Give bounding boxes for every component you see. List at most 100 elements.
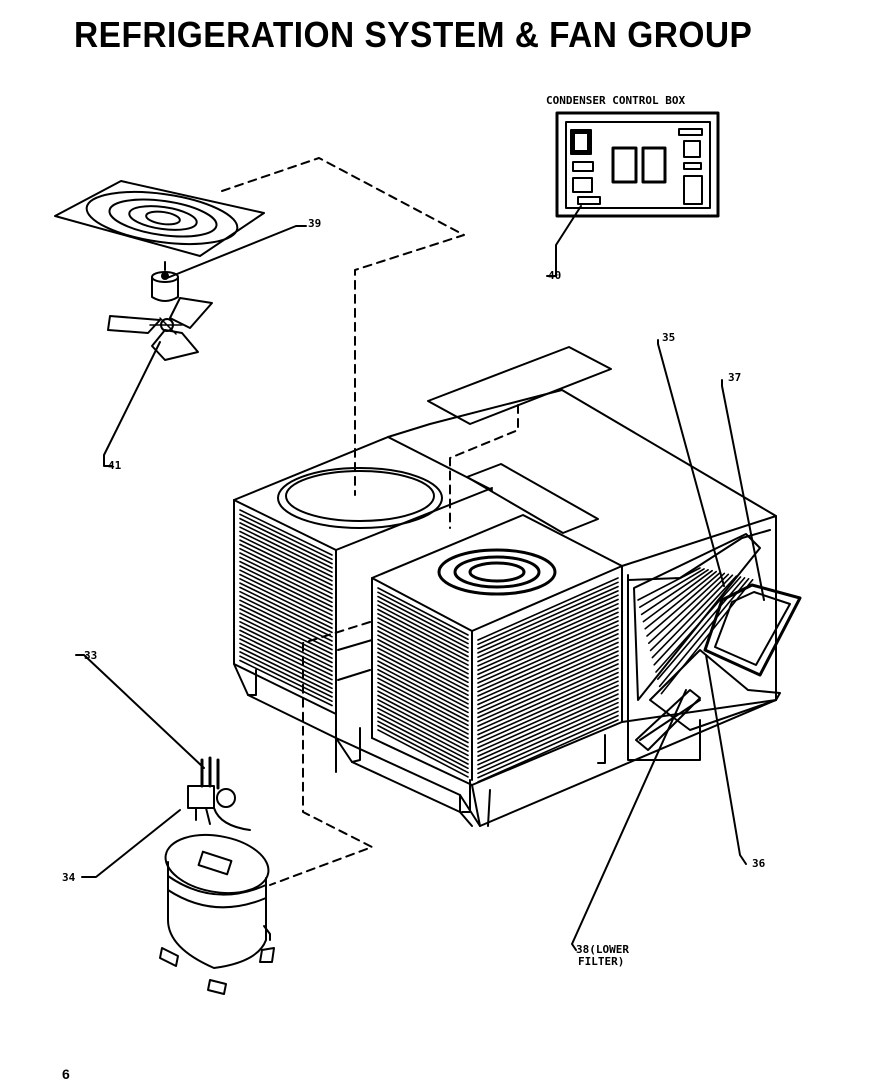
hatch-line (477, 628, 619, 693)
hatch-line (239, 590, 333, 638)
hatch-line (477, 710, 619, 775)
hatch-line (377, 604, 469, 654)
hatch-line (377, 698, 469, 748)
callout-36: 36 (752, 857, 766, 870)
hatch-line (239, 569, 333, 617)
hatch-line (477, 624, 619, 689)
hatch-line (377, 655, 469, 705)
hatch-line (377, 612, 469, 662)
hatch-line (477, 590, 619, 654)
hatch-line (477, 650, 619, 714)
hatch-line (377, 651, 469, 701)
hatch-line (477, 581, 619, 646)
leader-line-39 (166, 225, 307, 279)
hatch-line (239, 599, 333, 647)
rooftop-unit-housing (233, 346, 777, 827)
hatch-line (377, 595, 469, 645)
hatch-line (477, 611, 619, 676)
lower-filter (635, 689, 701, 751)
hatch-line (239, 629, 333, 677)
hatch-line (377, 690, 469, 740)
hatch-line (477, 620, 619, 684)
hatch-line (239, 625, 333, 672)
hatch-line (239, 556, 333, 604)
hatch-line (477, 641, 619, 706)
hatch-line (239, 526, 333, 574)
hatch-line (477, 688, 619, 753)
hatch-line (377, 686, 469, 735)
hatch-line (377, 707, 469, 757)
hatch-line (239, 517, 333, 565)
hatch-line (239, 534, 333, 582)
hatch-line (377, 677, 469, 727)
hatch-line (477, 719, 619, 783)
hatch-line (239, 586, 333, 634)
hatch-line (377, 634, 469, 684)
assembly-dashed-lines (221, 157, 519, 886)
leader-line-34 (81, 809, 181, 878)
fan-motor (151, 261, 179, 302)
hatch-line (377, 729, 469, 778)
hatch-line (239, 577, 333, 625)
hatch-line (477, 684, 619, 749)
hatch-line (477, 680, 619, 745)
condenser-louvers-left (239, 509, 333, 707)
hatch-line (477, 637, 619, 702)
hatch-line (239, 513, 333, 561)
callout-34: 34 (62, 871, 76, 884)
hatch-line (646, 571, 722, 637)
hatch-line (239, 603, 333, 651)
hatch-line (655, 576, 742, 673)
hatch-line (637, 567, 701, 601)
hatch-line (239, 608, 333, 655)
hatch-line (477, 598, 619, 663)
hatch-line (477, 658, 619, 723)
leader-line-37 (721, 379, 765, 601)
hatch-line (477, 633, 619, 697)
leader-line-36 (705, 654, 747, 865)
leader-line-35 (657, 339, 725, 587)
hatch-line (656, 577, 746, 681)
hatch-line (239, 642, 333, 690)
hatch-line (377, 647, 469, 697)
hatch-line (377, 643, 469, 692)
hatch-line (239, 633, 333, 681)
hatch-line (377, 625, 469, 675)
hatch-line (239, 552, 333, 599)
evaporator-coil (633, 533, 761, 701)
leader-line-33 (75, 654, 205, 769)
hatch-line (377, 608, 469, 658)
hatch-line (239, 539, 333, 586)
hatch-line (660, 578, 754, 695)
hatch-line (239, 522, 333, 569)
hatch-line (642, 569, 713, 623)
hatch-line (377, 664, 469, 714)
hatch-line (377, 600, 469, 649)
hatch-line (477, 645, 619, 710)
hatch-line (239, 612, 333, 660)
hatch-line (239, 595, 333, 642)
callout-38-line1: 38(LOWER (576, 943, 629, 956)
hatch-line (239, 573, 333, 621)
hatch-line (653, 575, 738, 666)
hatch-line (377, 587, 469, 636)
hatch-line (477, 706, 619, 770)
callout-39: 39 (308, 217, 322, 230)
hatch-line (377, 711, 469, 761)
callout-35: 35 (662, 331, 676, 344)
hatch-line (239, 659, 333, 707)
hatch-line (649, 573, 730, 652)
hatch-line (640, 568, 709, 616)
hatch-line (377, 668, 469, 718)
hatch-line (239, 547, 333, 595)
hatch-line (239, 620, 333, 668)
hatch-line (239, 543, 333, 591)
hatch-line (477, 714, 619, 779)
hatch-line (658, 577, 750, 688)
hatch-line (377, 703, 469, 752)
hatch-line (377, 724, 469, 774)
leader-line-38 (571, 689, 687, 951)
condenser-control-box (555, 111, 720, 218)
